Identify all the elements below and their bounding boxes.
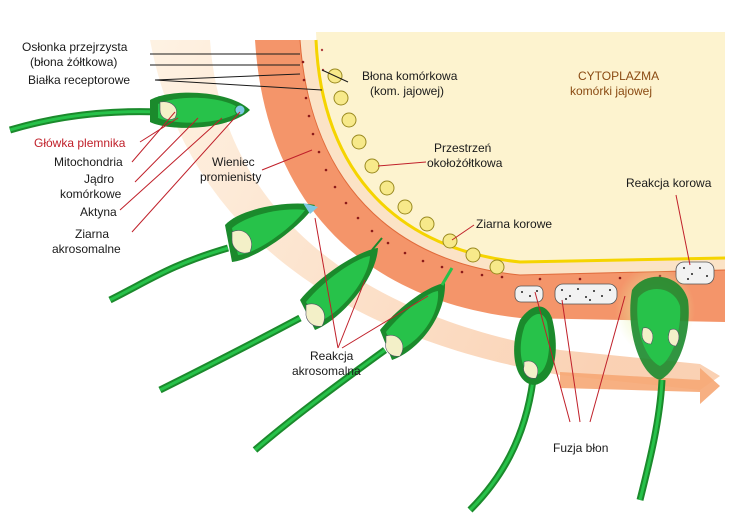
zona-outer-edge — [299, 39, 726, 276]
sperm-5 — [467, 306, 556, 513]
label-acrosomal-granules-2: akrosomalne — [52, 242, 121, 256]
egg-cytoplasm — [316, 32, 725, 262]
receptor-proteins — [301, 48, 702, 281]
label-nucleus-2: komórkowe — [60, 187, 122, 201]
label-cortical-granules: Ziarna korowe — [476, 217, 552, 231]
label-nucleus-1: Jądro — [84, 172, 114, 186]
label-cytoplasm-2: komórki jajowej — [570, 84, 652, 98]
sperm-4 — [252, 267, 454, 453]
label-mitochondria: Mitochondria — [54, 155, 123, 169]
label-actin: Aktyna — [80, 205, 117, 219]
label-acrosomal-reaction-1: Reakcja — [310, 349, 354, 363]
label-perivitelline-1: Przestrzeń — [434, 141, 491, 155]
label-cortical-reaction: Reakcja korowa — [626, 176, 712, 190]
egg-plasma-membrane — [314, 39, 726, 264]
leader-lines — [119, 53, 691, 423]
label-corona-radiata-1: Wieniec — [212, 155, 255, 169]
label-membrane-fusion: Fuzja błon — [553, 441, 608, 455]
sperm-1 — [8, 92, 250, 134]
label-zona-pellucida-2: (błona żółtkowa) — [30, 55, 117, 69]
flow-arrow — [560, 368, 720, 404]
sperm-3 — [158, 237, 383, 394]
label-acrosomal-granules-1: Ziarna — [75, 227, 109, 241]
label-corona-radiata-2: promienisty — [200, 170, 261, 184]
label-sperm-head: Główka plemnika — [34, 136, 126, 150]
label-receptor-proteins: Białka receptorowe — [28, 73, 130, 87]
label-acrosomal-reaction-2: akrosomalna — [292, 364, 361, 378]
sperm-2 — [108, 203, 318, 304]
label-cytoplasm-1: CYTOPLAZMA — [578, 69, 659, 83]
label-cell-membrane-2: (kom. jajowej) — [370, 84, 444, 98]
label-cell-membrane-1: Błona komórkowa — [362, 69, 458, 83]
sperm-6 — [630, 276, 689, 501]
label-zona-pellucida-1: Osłonka przejrzysta — [22, 40, 128, 54]
label-perivitelline-2: okołożółtkowa — [427, 156, 503, 170]
